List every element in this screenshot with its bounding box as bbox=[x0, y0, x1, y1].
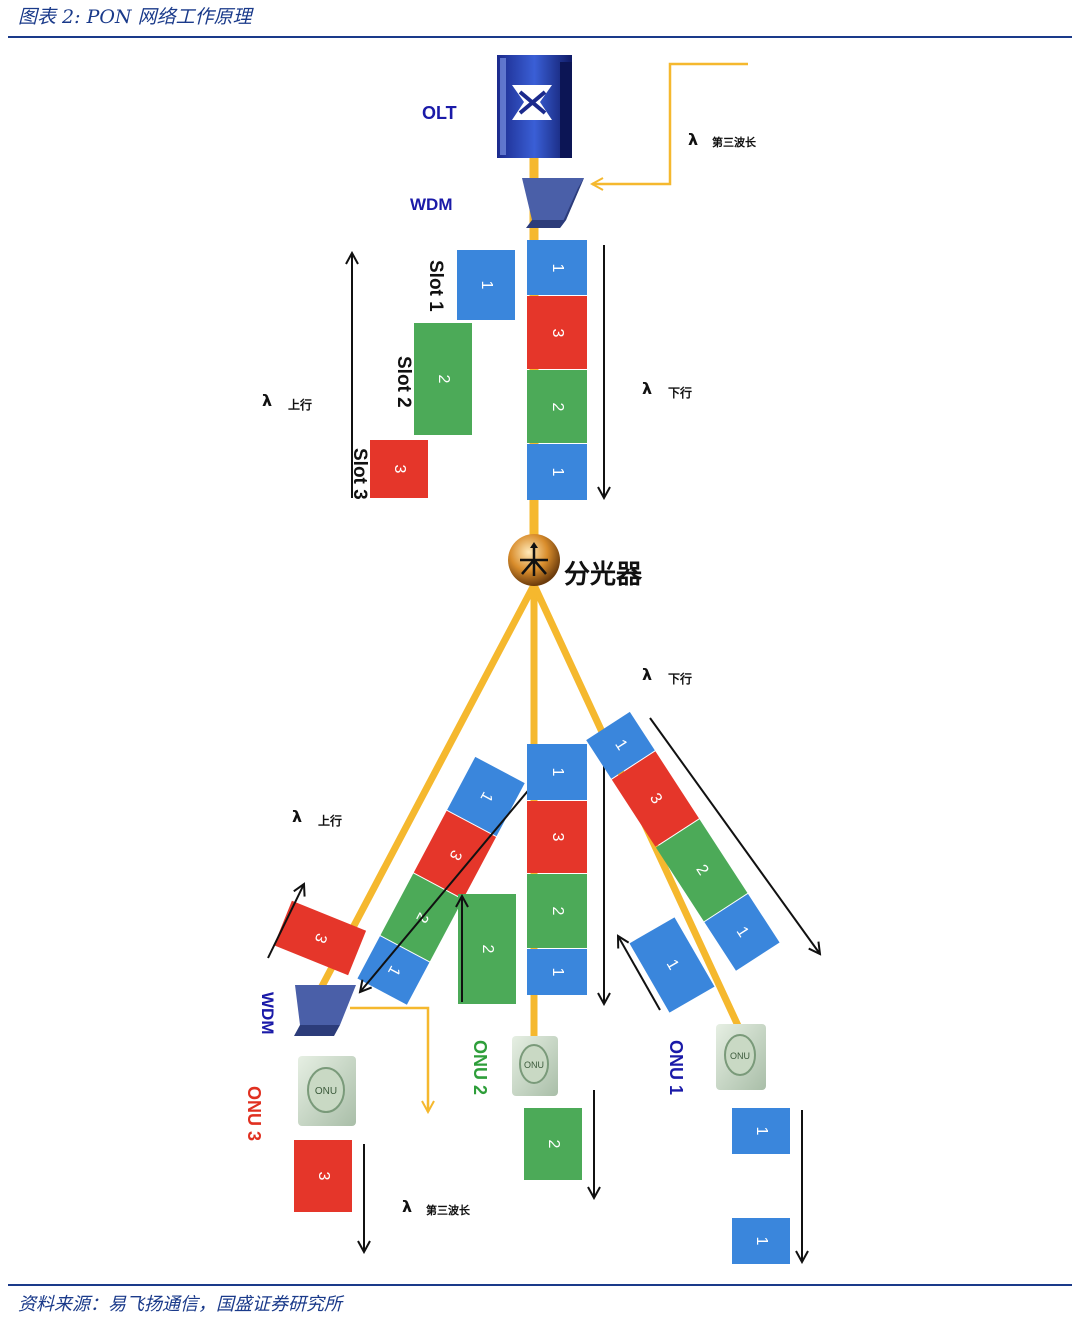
onu3-label: ONU 3 bbox=[244, 1086, 264, 1141]
right-branch-downstream-arrow bbox=[649, 717, 820, 954]
svg-text:1: 1 bbox=[549, 468, 566, 477]
trunk-packet-1a bbox=[527, 240, 587, 295]
wdm-bottom-device bbox=[294, 985, 356, 1036]
upstream-slot-3-packet bbox=[370, 440, 428, 498]
lambda-down-top: λ bbox=[642, 379, 652, 398]
trunk-packet-3 bbox=[527, 296, 587, 369]
onu1-device: ONU bbox=[716, 1024, 766, 1090]
onu2-output-number: 2 bbox=[545, 1140, 562, 1149]
third-wavelength-label-top: 第三波长 bbox=[712, 135, 757, 149]
splitter-label: 分光器 bbox=[564, 559, 643, 589]
upstream-slot-2-packet bbox=[414, 323, 472, 435]
downstream-label-bottom: 下行 bbox=[668, 671, 692, 686]
right-branch-packet-1a bbox=[586, 711, 655, 779]
upstream-slot-1-number: 1 bbox=[478, 281, 495, 290]
onu1-output-packet-b bbox=[732, 1218, 790, 1264]
right-branch-packet-1b bbox=[704, 893, 780, 971]
onu2-label: ONU 2 bbox=[470, 1040, 490, 1095]
mid-branch-packet-1a bbox=[527, 744, 587, 800]
slot-2-label: Slot 2 bbox=[393, 356, 414, 408]
onu1-label: ONU 1 bbox=[666, 1040, 686, 1095]
lambda-up-top: λ bbox=[262, 391, 272, 410]
left-branch-packet-3 bbox=[413, 810, 497, 899]
figure-title: 图表 2: PON 网络工作原理 bbox=[18, 6, 252, 28]
onu3-output-number: 3 bbox=[315, 1172, 332, 1181]
upstream-label-top: 上行 bbox=[288, 397, 312, 412]
onu3-output-packet bbox=[294, 1140, 352, 1212]
upstream-slot-3-number: 3 bbox=[391, 465, 408, 474]
source-note: 资料来源：易飞扬通信，国盛证券研究所 bbox=[18, 1294, 342, 1315]
onu3-upstream-arrow bbox=[267, 884, 304, 959]
onu2-device: ONU bbox=[512, 1036, 558, 1096]
svg-text:3: 3 bbox=[549, 833, 566, 842]
onu3-device: ONU bbox=[298, 1056, 356, 1126]
mid-branch-packet-2 bbox=[527, 874, 587, 948]
trunk-packet-1b bbox=[527, 444, 587, 500]
upstream-label-bottom: 上行 bbox=[318, 813, 342, 828]
olt-device bbox=[497, 55, 572, 158]
wdm-top-label: WDM bbox=[410, 195, 452, 214]
svg-text:2: 2 bbox=[549, 403, 566, 412]
left-branch-packet-1a bbox=[447, 756, 525, 837]
svg-text:2: 2 bbox=[549, 907, 566, 916]
trunk-packet-2 bbox=[527, 370, 587, 443]
bottom-rule bbox=[8, 1284, 1072, 1286]
wdm-bottom-label: WDM bbox=[258, 992, 277, 1034]
onu1-output-number-b: 1 bbox=[753, 1237, 770, 1246]
svg-text:ONU: ONU bbox=[730, 1051, 750, 1061]
lambda-down-bottom: λ bbox=[642, 665, 652, 684]
mid-branch-packets: 1 3 2 1 bbox=[527, 744, 587, 995]
svg-text:1: 1 bbox=[549, 768, 566, 777]
svg-text:1: 1 bbox=[549, 968, 566, 977]
third-wavelength-label-bottom: 第三波长 bbox=[426, 1203, 471, 1217]
left-branch-packets: 1 3 2 1 bbox=[357, 756, 525, 1005]
branch-fiber-left bbox=[316, 583, 538, 992]
onu2-upstream-number: 2 bbox=[479, 945, 496, 954]
onu1-output-number-a: 1 bbox=[753, 1127, 770, 1136]
upstream-slot-1-packet bbox=[457, 250, 515, 320]
third-wavelength-output-arrow bbox=[350, 1006, 428, 1112]
right-branch-packets: 1 3 2 1 bbox=[586, 711, 780, 971]
downstream-trunk-packets: 1 3 2 1 bbox=[527, 240, 587, 500]
onu2-upstream-packet bbox=[458, 894, 516, 1004]
splitter-icon bbox=[508, 534, 560, 586]
svg-text:3: 3 bbox=[549, 329, 566, 338]
lambda-up-bottom: λ bbox=[292, 807, 302, 826]
mid-branch-packet-3 bbox=[527, 801, 587, 873]
top-rule bbox=[8, 36, 1072, 38]
lambda-third-top: λ bbox=[688, 130, 698, 149]
svg-text:ONU: ONU bbox=[315, 1086, 337, 1097]
onu1-upstream-packet: 1 bbox=[629, 917, 715, 1013]
slot-3-label: Slot 3 bbox=[349, 448, 370, 500]
slot-1-label: Slot 1 bbox=[425, 260, 446, 312]
right-branch-packet-3 bbox=[611, 751, 699, 847]
third-wavelength-input-arrow bbox=[592, 62, 748, 184]
onu2-output-packet bbox=[524, 1108, 582, 1180]
upstream-slots: 1 2 3 bbox=[370, 250, 515, 498]
right-branch-packet-2 bbox=[655, 819, 748, 922]
svg-text:ONU: ONU bbox=[524, 1060, 544, 1070]
wdm-top-device bbox=[522, 178, 584, 228]
left-branch-packet-1b bbox=[357, 936, 430, 1005]
upstream-slot-2-number: 2 bbox=[435, 375, 452, 384]
lambda-third-bottom: λ bbox=[402, 1197, 412, 1216]
downstream-label-top: 下行 bbox=[668, 385, 692, 400]
onu1-output-packet-a bbox=[732, 1108, 790, 1154]
left-branch-downstream-arrow bbox=[360, 761, 553, 992]
olt-label: OLT bbox=[422, 103, 457, 123]
onu1-upstream-arrow bbox=[618, 936, 661, 1011]
svg-text:1: 1 bbox=[549, 264, 566, 273]
onu3-upstream-packet: 3 bbox=[273, 900, 367, 976]
mid-branch-packet-1b bbox=[527, 949, 587, 995]
